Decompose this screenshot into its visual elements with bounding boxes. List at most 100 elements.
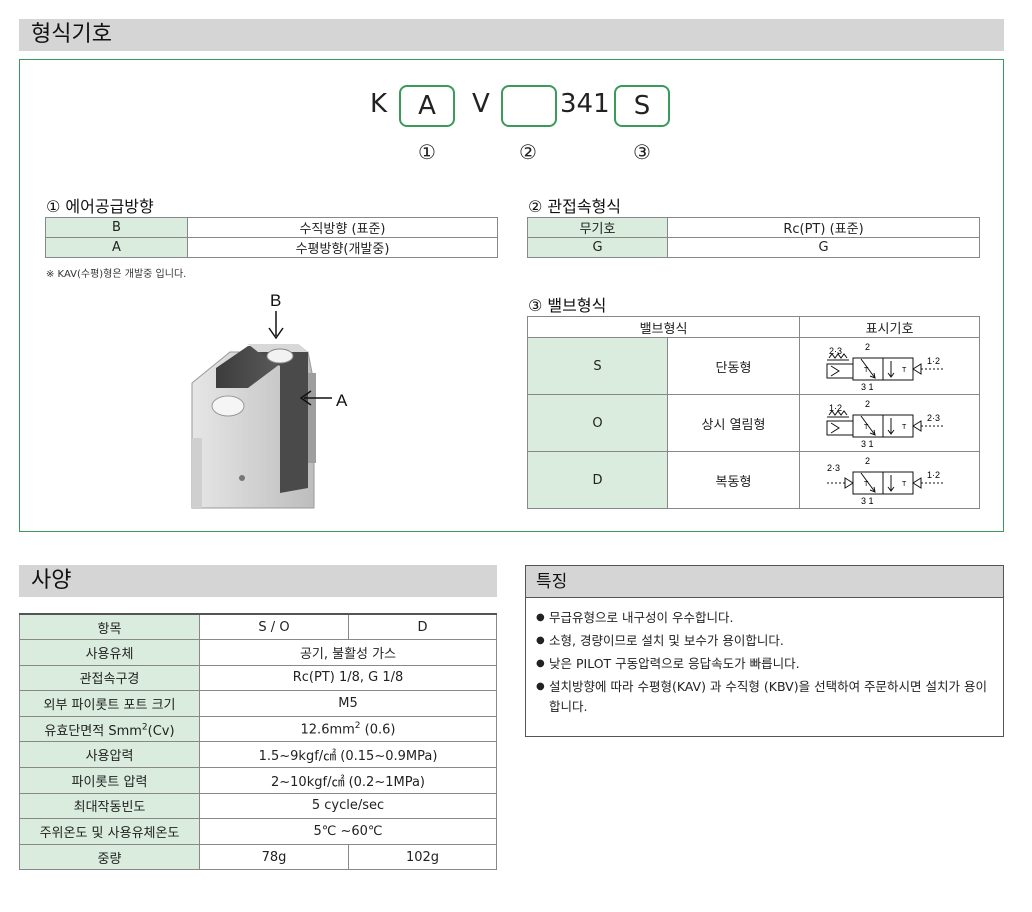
symbol-pilot bbox=[912, 420, 921, 432]
arrow-b-head bbox=[268, 327, 284, 340]
symbol-solenoid bbox=[826, 363, 853, 379]
spec-value: 12.6mm2 (0.6) bbox=[199, 715, 497, 743]
arrow-a-head bbox=[299, 390, 312, 406]
symbol-solenoid-arrow bbox=[830, 422, 840, 434]
arrow-a-label: A bbox=[336, 391, 348, 410]
symbol-left-label: 2·3 bbox=[827, 463, 840, 473]
symbol-pilot bbox=[844, 477, 853, 489]
spec-header-item: 항목 bbox=[19, 613, 200, 641]
valve-code: S bbox=[527, 337, 668, 395]
air-supply-desc: 수평방향(개발중) bbox=[187, 237, 498, 258]
symbol-spring bbox=[828, 410, 847, 416]
symbol-t: T bbox=[902, 367, 907, 374]
spec-label-sup: 2 bbox=[141, 722, 148, 733]
spec-label-text: (Cv) bbox=[147, 723, 175, 739]
valve-code: D bbox=[527, 451, 668, 509]
symbol-col-header: 표시기호 bbox=[799, 316, 980, 338]
air-supply-table: B 수직방향 (표준) A 수평방향(개발중) bbox=[45, 217, 498, 258]
spec-weight-d: 102g bbox=[348, 843, 497, 871]
feature-item: 설치방향에 따라 수평형(KAV) 과 수직형 (KBV)을 선택하여 주문하시… bbox=[536, 677, 993, 717]
features-title: 특징 bbox=[526, 566, 1003, 598]
features-panel: 특징 무급유형으로 내구성이 우수합니다. 소형, 경량이므로 설치 및 보수가… bbox=[525, 565, 1004, 737]
spec-label: 사용압력 bbox=[19, 741, 200, 769]
air-supply-code: B bbox=[45, 217, 188, 238]
symbol-path-arrow bbox=[869, 372, 876, 379]
features-list: 무급유형으로 내구성이 우수합니다. 소형, 경량이므로 설치 및 보수가 용이… bbox=[526, 598, 1003, 717]
symbol-t: T bbox=[902, 424, 907, 431]
spec-weight-so: 78g bbox=[199, 843, 349, 871]
symbol-box-2 bbox=[882, 414, 913, 438]
valve-type-table: 밸브형식 표시기호 S 단동형 2·3 T bbox=[527, 316, 980, 509]
spec-table: 항목 S / O D 사용유체 공기, 불활성 가스 관접속구경 Rc(PT) … bbox=[19, 613, 497, 871]
connection-heading: ② 관접속형식 bbox=[528, 197, 622, 216]
model-code-section-title: 형식기호 bbox=[19, 19, 1004, 51]
spec-label: 유효단면적 Smm2(Cv) bbox=[19, 715, 200, 743]
feature-item: 무급유형으로 내구성이 우수합니다. bbox=[536, 608, 993, 628]
spec-weight-label: 중량 bbox=[19, 843, 200, 871]
symbol-path-arrow bbox=[887, 429, 894, 435]
valve-symbol-double: 2·3 T T 1·2 2 3 1 bbox=[826, 456, 943, 506]
symbol-port-bottom: 3 1 bbox=[861, 439, 874, 449]
spec-value: 5 cycle/sec bbox=[199, 792, 497, 820]
spec-label: 주위온도 및 사용유체온도 bbox=[19, 818, 200, 845]
valve-side-port-plate bbox=[308, 373, 316, 463]
valve-symbol-single: 2·3 T T 1·2 2 3 1 bbox=[826, 342, 943, 392]
spec-value-text: (0.6) bbox=[360, 722, 396, 738]
code-v: V bbox=[472, 89, 490, 119]
symbol-path-arrow bbox=[869, 429, 876, 436]
connection-desc: Rc(PT) (표준) bbox=[667, 217, 980, 238]
spec-value: 공기, 불활성 가스 bbox=[199, 639, 497, 666]
valve-symbol-cell: 1·2 T T 2·3 2 3 1 bbox=[799, 394, 980, 452]
symbol-solenoid-arrow bbox=[830, 365, 840, 377]
air-supply-code: A bbox=[45, 237, 188, 258]
code-341: 341 bbox=[560, 89, 610, 119]
valve-block bbox=[248, 344, 308, 493]
code-box-blank bbox=[501, 85, 557, 127]
code-box-s: S bbox=[614, 85, 670, 127]
valve-bottom-face bbox=[192, 438, 202, 508]
model-code-panel: K A V 341 S ① ② ③ ① 에어공급방향 B 수직방향 (표준) A… bbox=[19, 59, 1004, 532]
symbol-t: T bbox=[864, 424, 869, 431]
symbol-port-bottom: 3 1 bbox=[861, 496, 874, 506]
symbol-port-top: 2 bbox=[865, 456, 870, 466]
spec-section-title: 사양 bbox=[19, 565, 497, 597]
arrow-b-label: B bbox=[270, 291, 281, 310]
symbol-right-label: 2·3 bbox=[927, 413, 940, 423]
symbol-pilot bbox=[912, 477, 921, 489]
spec-label: 최대작동빈도 bbox=[19, 792, 200, 820]
symbol-path bbox=[860, 472, 875, 493]
symbol-solenoid bbox=[826, 420, 853, 436]
spec-header-so: S / O bbox=[199, 613, 349, 641]
valve-type-col-header: 밸브형식 bbox=[527, 316, 800, 338]
symbol-spring bbox=[828, 353, 847, 359]
valve-name: 단동형 bbox=[667, 337, 800, 395]
symbol-path bbox=[860, 358, 875, 379]
valve-illustration: B A bbox=[191, 291, 348, 509]
symbol-left-label: 1·2 bbox=[829, 403, 842, 413]
symbol-t: T bbox=[864, 367, 869, 374]
symbol-path bbox=[860, 415, 875, 436]
air-supply-heading: ① 에어공급방향 bbox=[46, 197, 154, 216]
spec-label: 관접속구경 bbox=[19, 664, 200, 692]
valve-symbol-cell: 2·3 T T 1·2 2 3 1 bbox=[799, 451, 980, 509]
spec-value-text: 12.6mm bbox=[300, 722, 355, 738]
symbol-box-2 bbox=[882, 357, 913, 381]
spec-label-text: 유효단면적 Smm bbox=[44, 723, 142, 739]
marker-3: ③ bbox=[633, 140, 651, 164]
code-box-a: A bbox=[399, 85, 455, 127]
symbol-pilot bbox=[912, 363, 921, 375]
spec-value: 2~10kgf/㎠ (0.2~1MPa) bbox=[199, 767, 497, 794]
valve-name: 상시 열림형 bbox=[667, 394, 800, 452]
air-supply-desc: 수직방향 (표준) bbox=[187, 217, 498, 238]
symbol-path-arrow bbox=[887, 372, 894, 378]
valve-symbol-cell: 2·3 T T 1·2 2 3 1 bbox=[799, 337, 980, 395]
symbol-port-top: 2 bbox=[865, 399, 870, 409]
valve-screw bbox=[239, 475, 245, 481]
symbol-t: T bbox=[902, 481, 907, 488]
spec-value: M5 bbox=[199, 690, 497, 717]
spec-label: 파이롯트 압력 bbox=[19, 767, 200, 794]
spec-value: 5℃ ~60℃ bbox=[199, 818, 497, 845]
valve-name: 복동형 bbox=[667, 451, 800, 509]
valve-top-port bbox=[266, 348, 294, 364]
symbol-t: T bbox=[864, 481, 869, 488]
